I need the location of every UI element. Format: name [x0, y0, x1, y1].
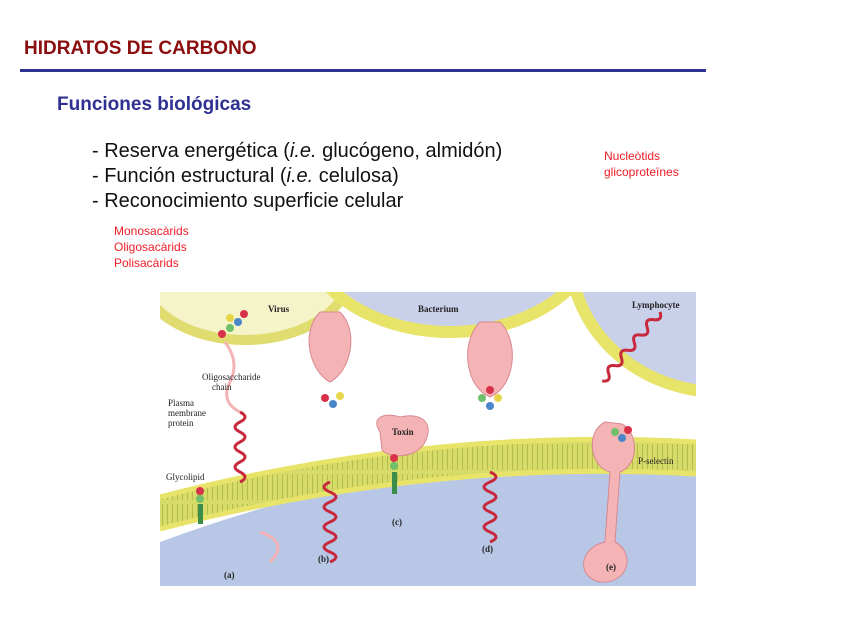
annotation-nucleotides: Nucleòtids glicoproteïnes	[604, 148, 679, 180]
label-oligosaccharide: Oligosaccharide	[202, 372, 260, 382]
label-panel-e: (e)	[606, 562, 616, 572]
label-virus: Virus	[268, 304, 290, 314]
label-toxin: Toxin	[392, 427, 414, 437]
annotation-line: Monosacàrids	[114, 223, 189, 239]
annotation-line: Polisacàrids	[114, 255, 189, 271]
label-panel-b: (b)	[318, 554, 329, 564]
label-panel-c: (c)	[392, 517, 402, 527]
label-protein: protein	[168, 418, 194, 428]
cell-surface-recognition-figure: Virus Bacterium Lymphocyte Oligosacchari…	[160, 292, 696, 586]
annotation-saccharides: Monosacàrids Oligosacàrids Polisacàrids	[114, 223, 189, 271]
annotation-line: glicoproteïnes	[604, 164, 679, 180]
bullet-list: - Reserva energética (i.e. glucógeno, al…	[92, 139, 502, 214]
label-bacterium: Bacterium	[418, 304, 459, 314]
section-subtitle: Funciones biológicas	[57, 94, 251, 116]
bullet-item-energy-reserve: - Reserva energética (i.e. glucógeno, al…	[92, 139, 502, 164]
label-panel-a: (a)	[224, 570, 235, 580]
label-glycolipid: Glycolipid	[166, 472, 205, 482]
label-chain: chain	[212, 382, 232, 392]
label-p-selectin: P-selectin	[638, 456, 674, 466]
annotation-line: Nucleòtids	[604, 148, 679, 164]
label-lymphocyte: Lymphocyte	[632, 300, 680, 310]
label-plasma: Plasma	[168, 398, 194, 408]
bullet-item-recognition: - Reconocimiento superficie celular	[92, 189, 502, 214]
title-divider	[20, 69, 706, 72]
label-panel-d: (d)	[482, 544, 493, 554]
figure-illustration: Virus Bacterium Lymphocyte Oligosacchari…	[160, 292, 696, 586]
bullet-item-structural: - Función estructural (i.e. celulosa)	[92, 164, 502, 189]
slide-title: HIDRATOS DE CARBONO	[24, 38, 257, 60]
label-membrane: membrane	[168, 408, 206, 418]
annotation-line: Oligosacàrids	[114, 239, 189, 255]
